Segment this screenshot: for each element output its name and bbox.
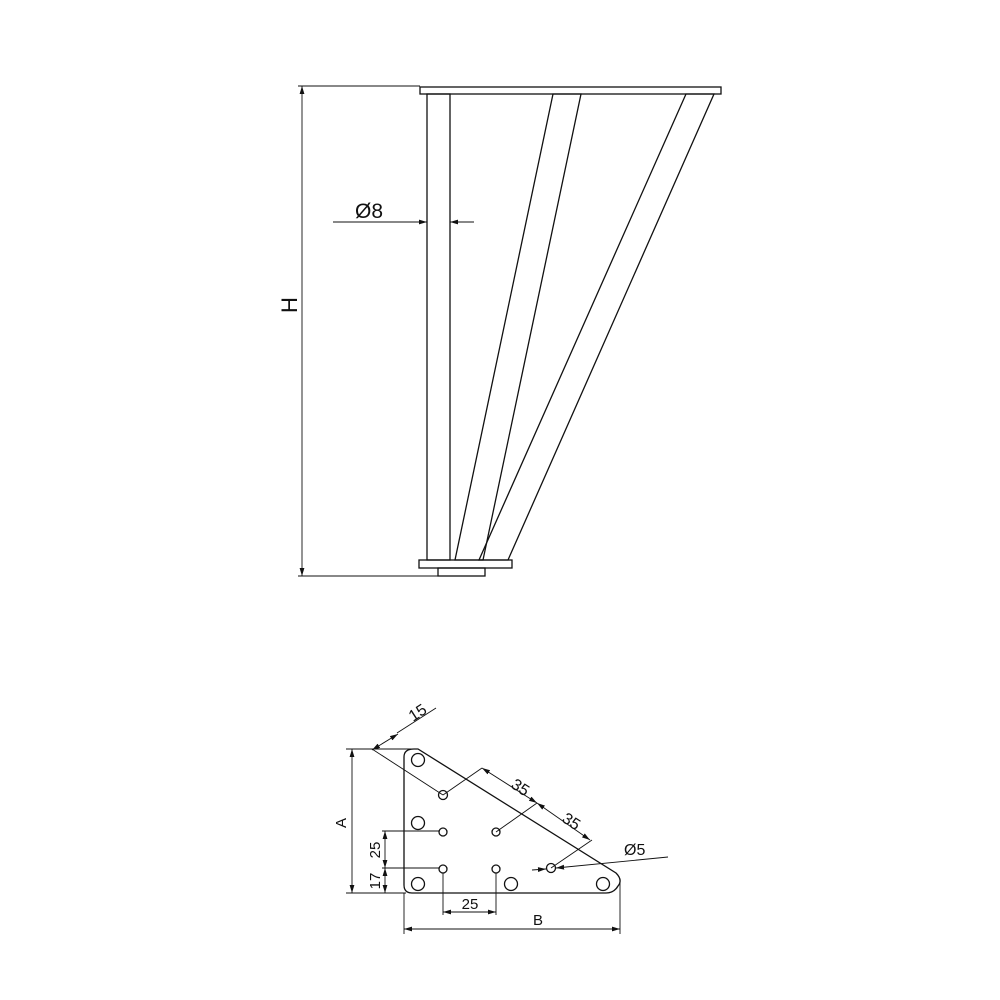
height-label: H [277,297,302,313]
vertical-rod [426,93,451,561]
foot [437,567,486,577]
leg-elevation [418,86,722,577]
mounting-holes-large [410,752,611,892]
dim-25-horizontal-label: 25 [462,896,479,913]
diagonal-rod-2 [478,93,715,561]
rod-diameter-label: Ø8 [355,200,383,223]
dim-25-vertical-label: 25 [367,842,384,859]
bottom-plate [418,559,513,569]
dim-17-label: 17 [367,873,384,890]
dim-15-label: 15 [406,701,430,725]
dim-35-label-2: 35 [559,810,583,834]
dim-35-label-1: 35 [508,776,532,800]
plate-dimensions: 15 35 35 Ø5 A 25 17 25 B [333,701,669,934]
hole-diameter-label: Ø5 [624,842,645,859]
dim-A-label: A [333,818,350,828]
diagonal-rod-1 [454,93,582,561]
dim-B-label: B [533,912,543,929]
height-dimension: H [277,85,440,577]
top-plate [419,86,722,95]
rod-diameter-dimension: Ø8 [333,200,474,225]
